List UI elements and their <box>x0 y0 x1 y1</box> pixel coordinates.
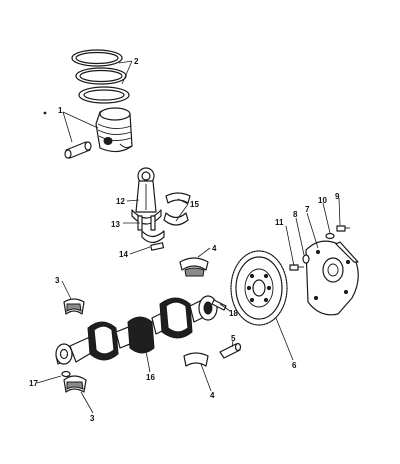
flywheel <box>230 250 288 326</box>
callout-9: 9 <box>335 192 340 201</box>
callout-3-top: 3 <box>55 276 60 285</box>
main-bearing-shell-bottom <box>63 375 87 393</box>
flywheel-bolts <box>289 264 304 271</box>
crankshaft <box>55 295 218 365</box>
callout-1: 1 <box>58 106 63 115</box>
callout-7: 7 <box>305 205 310 214</box>
callout-4-bottom: 4 <box>210 391 215 400</box>
callout-16: 16 <box>146 373 155 382</box>
rod-cap <box>141 230 165 244</box>
callout-18: 18 <box>229 309 238 318</box>
callout-13: 13 <box>111 220 120 229</box>
callout-10: 10 <box>318 196 327 205</box>
callout-6: 6 <box>292 361 297 370</box>
spacer-ring <box>302 254 310 264</box>
woodruff-key <box>211 299 227 311</box>
rod-nut <box>150 242 165 251</box>
stray-dot <box>43 111 47 115</box>
leader-lines <box>36 60 341 414</box>
callout-12: 12 <box>116 197 125 206</box>
main-bearing-shell-top <box>63 298 85 315</box>
small-key <box>61 370 71 378</box>
coupler-bolt <box>336 225 350 232</box>
callout-14: 14 <box>119 250 128 259</box>
piston <box>95 107 133 153</box>
callout-2: 2 <box>134 57 139 66</box>
piston-rings <box>71 49 130 104</box>
dowel-pin <box>219 342 242 359</box>
coupler-washer <box>325 232 335 240</box>
callout-15: 15 <box>190 200 199 209</box>
main-bearing-upper <box>179 257 209 277</box>
callout-11: 11 <box>275 218 284 227</box>
main-bearing-lower <box>183 352 209 367</box>
piston-pin <box>64 141 92 159</box>
coupler-plate <box>305 240 359 316</box>
callout-17: 17 <box>29 379 38 388</box>
callout-3-bottom: 3 <box>90 414 95 423</box>
rod-bearings <box>163 192 191 226</box>
connecting-rod <box>131 167 162 231</box>
callout-8: 8 <box>293 210 298 219</box>
callout-4-top: 4 <box>212 244 217 253</box>
callout-5: 5 <box>231 334 236 343</box>
